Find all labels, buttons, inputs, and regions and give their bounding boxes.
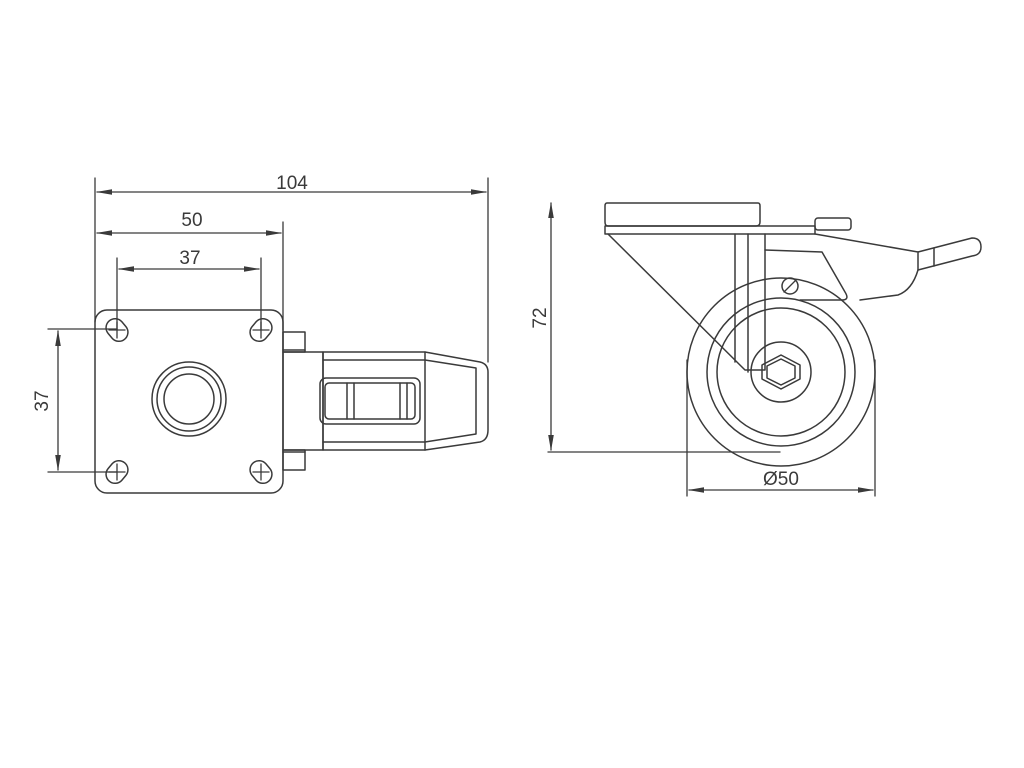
bolt-hole-bottom-right: [249, 459, 273, 485]
dimension-label-plate-width: 50: [181, 210, 202, 231]
dimension-overall-length: 104: [94, 173, 489, 363]
dimension-label-overall-length: 104: [276, 173, 308, 194]
dimension-plate-width: 50: [96, 210, 284, 331]
brake-pivot: [781, 277, 799, 295]
dimension-label-hole-spacing-y: 37: [32, 390, 53, 411]
wheel-side: [686, 277, 876, 467]
dimension-label-hole-spacing-x: 37: [179, 248, 200, 269]
swivel-plate: [604, 202, 816, 235]
fork-housing: [282, 331, 489, 471]
bolt-holes: [105, 317, 273, 485]
dimension-hole-spacing-x: 37: [116, 248, 262, 331]
dimension-hole-spacing-y: 37: [32, 328, 118, 473]
dimension-wheel-diameter: Ø50: [686, 359, 876, 497]
fork-leg: [607, 233, 848, 373]
side-view: 72 Ø50: [530, 202, 982, 497]
bolt-hole-top-right: [249, 317, 273, 343]
dimension-label-wheel-diameter: Ø50: [763, 469, 799, 490]
dimension-height: 72: [530, 202, 781, 453]
bolt-hole-bottom-left: [105, 459, 129, 485]
mounting-plate: [94, 309, 284, 494]
dimension-label-height: 72: [530, 307, 551, 328]
wheel-top: [319, 377, 421, 425]
kingpin-ring: [151, 361, 227, 437]
bolt-hole-top-left: [105, 317, 129, 343]
top-view: 104 50 37 37: [32, 173, 489, 494]
axle-nut: [761, 354, 801, 390]
brake-lever: [814, 217, 982, 301]
